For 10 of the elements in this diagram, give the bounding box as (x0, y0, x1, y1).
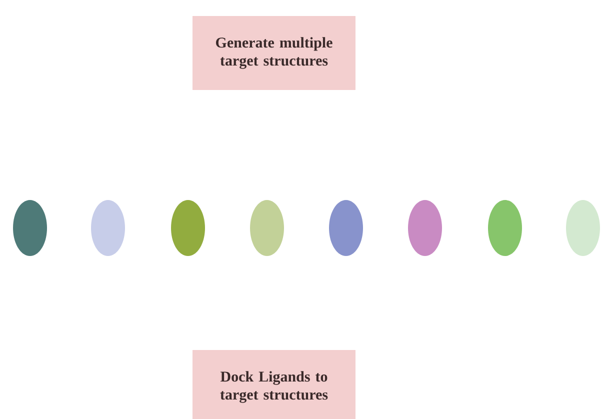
ellipse (329, 200, 363, 256)
ellipse (566, 200, 600, 256)
text-box: Dock Ligands to target structures (192, 350, 356, 419)
ellipse (250, 200, 284, 256)
ellipse (488, 200, 522, 256)
ellipse (408, 200, 442, 256)
ellipse (171, 200, 205, 256)
ellipse (91, 200, 125, 256)
ellipse (13, 200, 47, 256)
text-box: Generate multiple target structures (192, 16, 356, 90)
